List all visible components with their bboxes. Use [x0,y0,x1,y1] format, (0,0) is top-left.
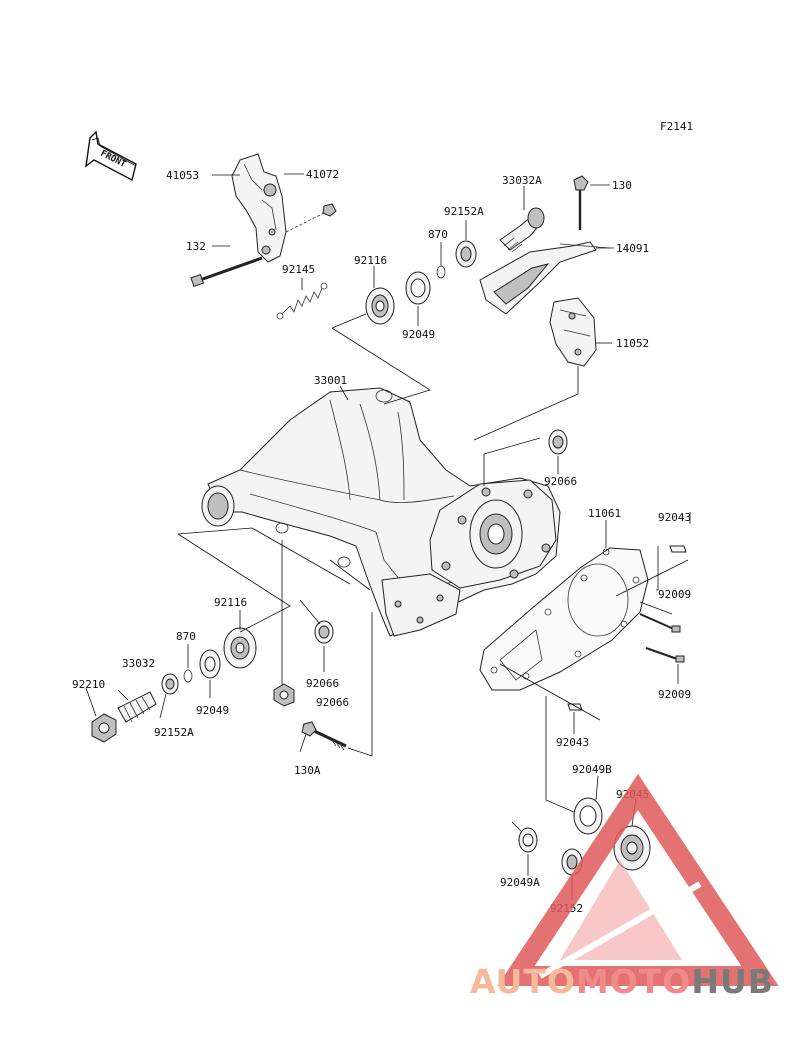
label-92152A-top: 92152A [444,205,484,218]
label-33032: 33032 [122,657,155,670]
figure-code: F2141 [660,120,693,133]
swingarm-housing [201,387,561,637]
label-11052: 11052 [616,337,649,350]
part-labels: 41053 41072 132 92145 92116 870 92152A 3… [72,168,691,915]
label-130A: 130A [294,764,321,777]
label-92009-a: 92009 [658,588,691,601]
watermark-auto: AUTO [470,962,576,1001]
label-92210: 92210 [72,678,105,691]
label-92043-top: 92043 [658,511,691,524]
label-92152A-bot: 92152A [154,726,194,739]
label-92116-bot: 92116 [214,596,247,609]
label-92043-bot: 92043 [556,736,589,749]
label-41072: 41072 [306,168,339,181]
label-130: 130 [612,179,632,192]
label-870-top: 870 [428,228,448,241]
watermark-logo-icon [497,773,779,986]
leader-lines [85,173,691,900]
watermark-moto: MOTO [575,962,692,1001]
lower-bearing-parts [91,620,347,751]
label-33032A: 33032A [502,174,542,187]
label-92066-top: 92066 [544,475,577,488]
gasket [479,547,649,691]
label-92066-bot: 92066 [316,696,349,709]
label-870-bot: 870 [176,630,196,643]
pins-and-screws [567,545,687,711]
upper-bearing-parts [365,175,611,455]
label-11061: 11061 [588,507,621,520]
label-33001: 33001 [314,374,347,387]
label-14091: 14091 [616,242,649,255]
label-92145: 92145 [282,263,315,276]
watermark-text: AUTOMOTOHUB [470,962,774,1001]
label-92049B: 92049B [572,763,612,776]
label-92009-b: 92009 [658,688,691,701]
label-92049A: 92049A [500,876,540,889]
front-arrow-icon: FRONT [85,130,137,182]
label-92116-top: 92116 [354,254,387,267]
label-92066-mid: 92066 [306,677,339,690]
hub-seal-parts [518,797,651,876]
label-41053: 41053 [166,169,199,182]
label-92049-top: 92049 [402,328,435,341]
pedal-assembly [190,153,337,320]
label-132: 132 [186,240,206,253]
label-92049-bot: 92049 [196,704,229,717]
watermark-hub: HUB [691,962,774,1001]
